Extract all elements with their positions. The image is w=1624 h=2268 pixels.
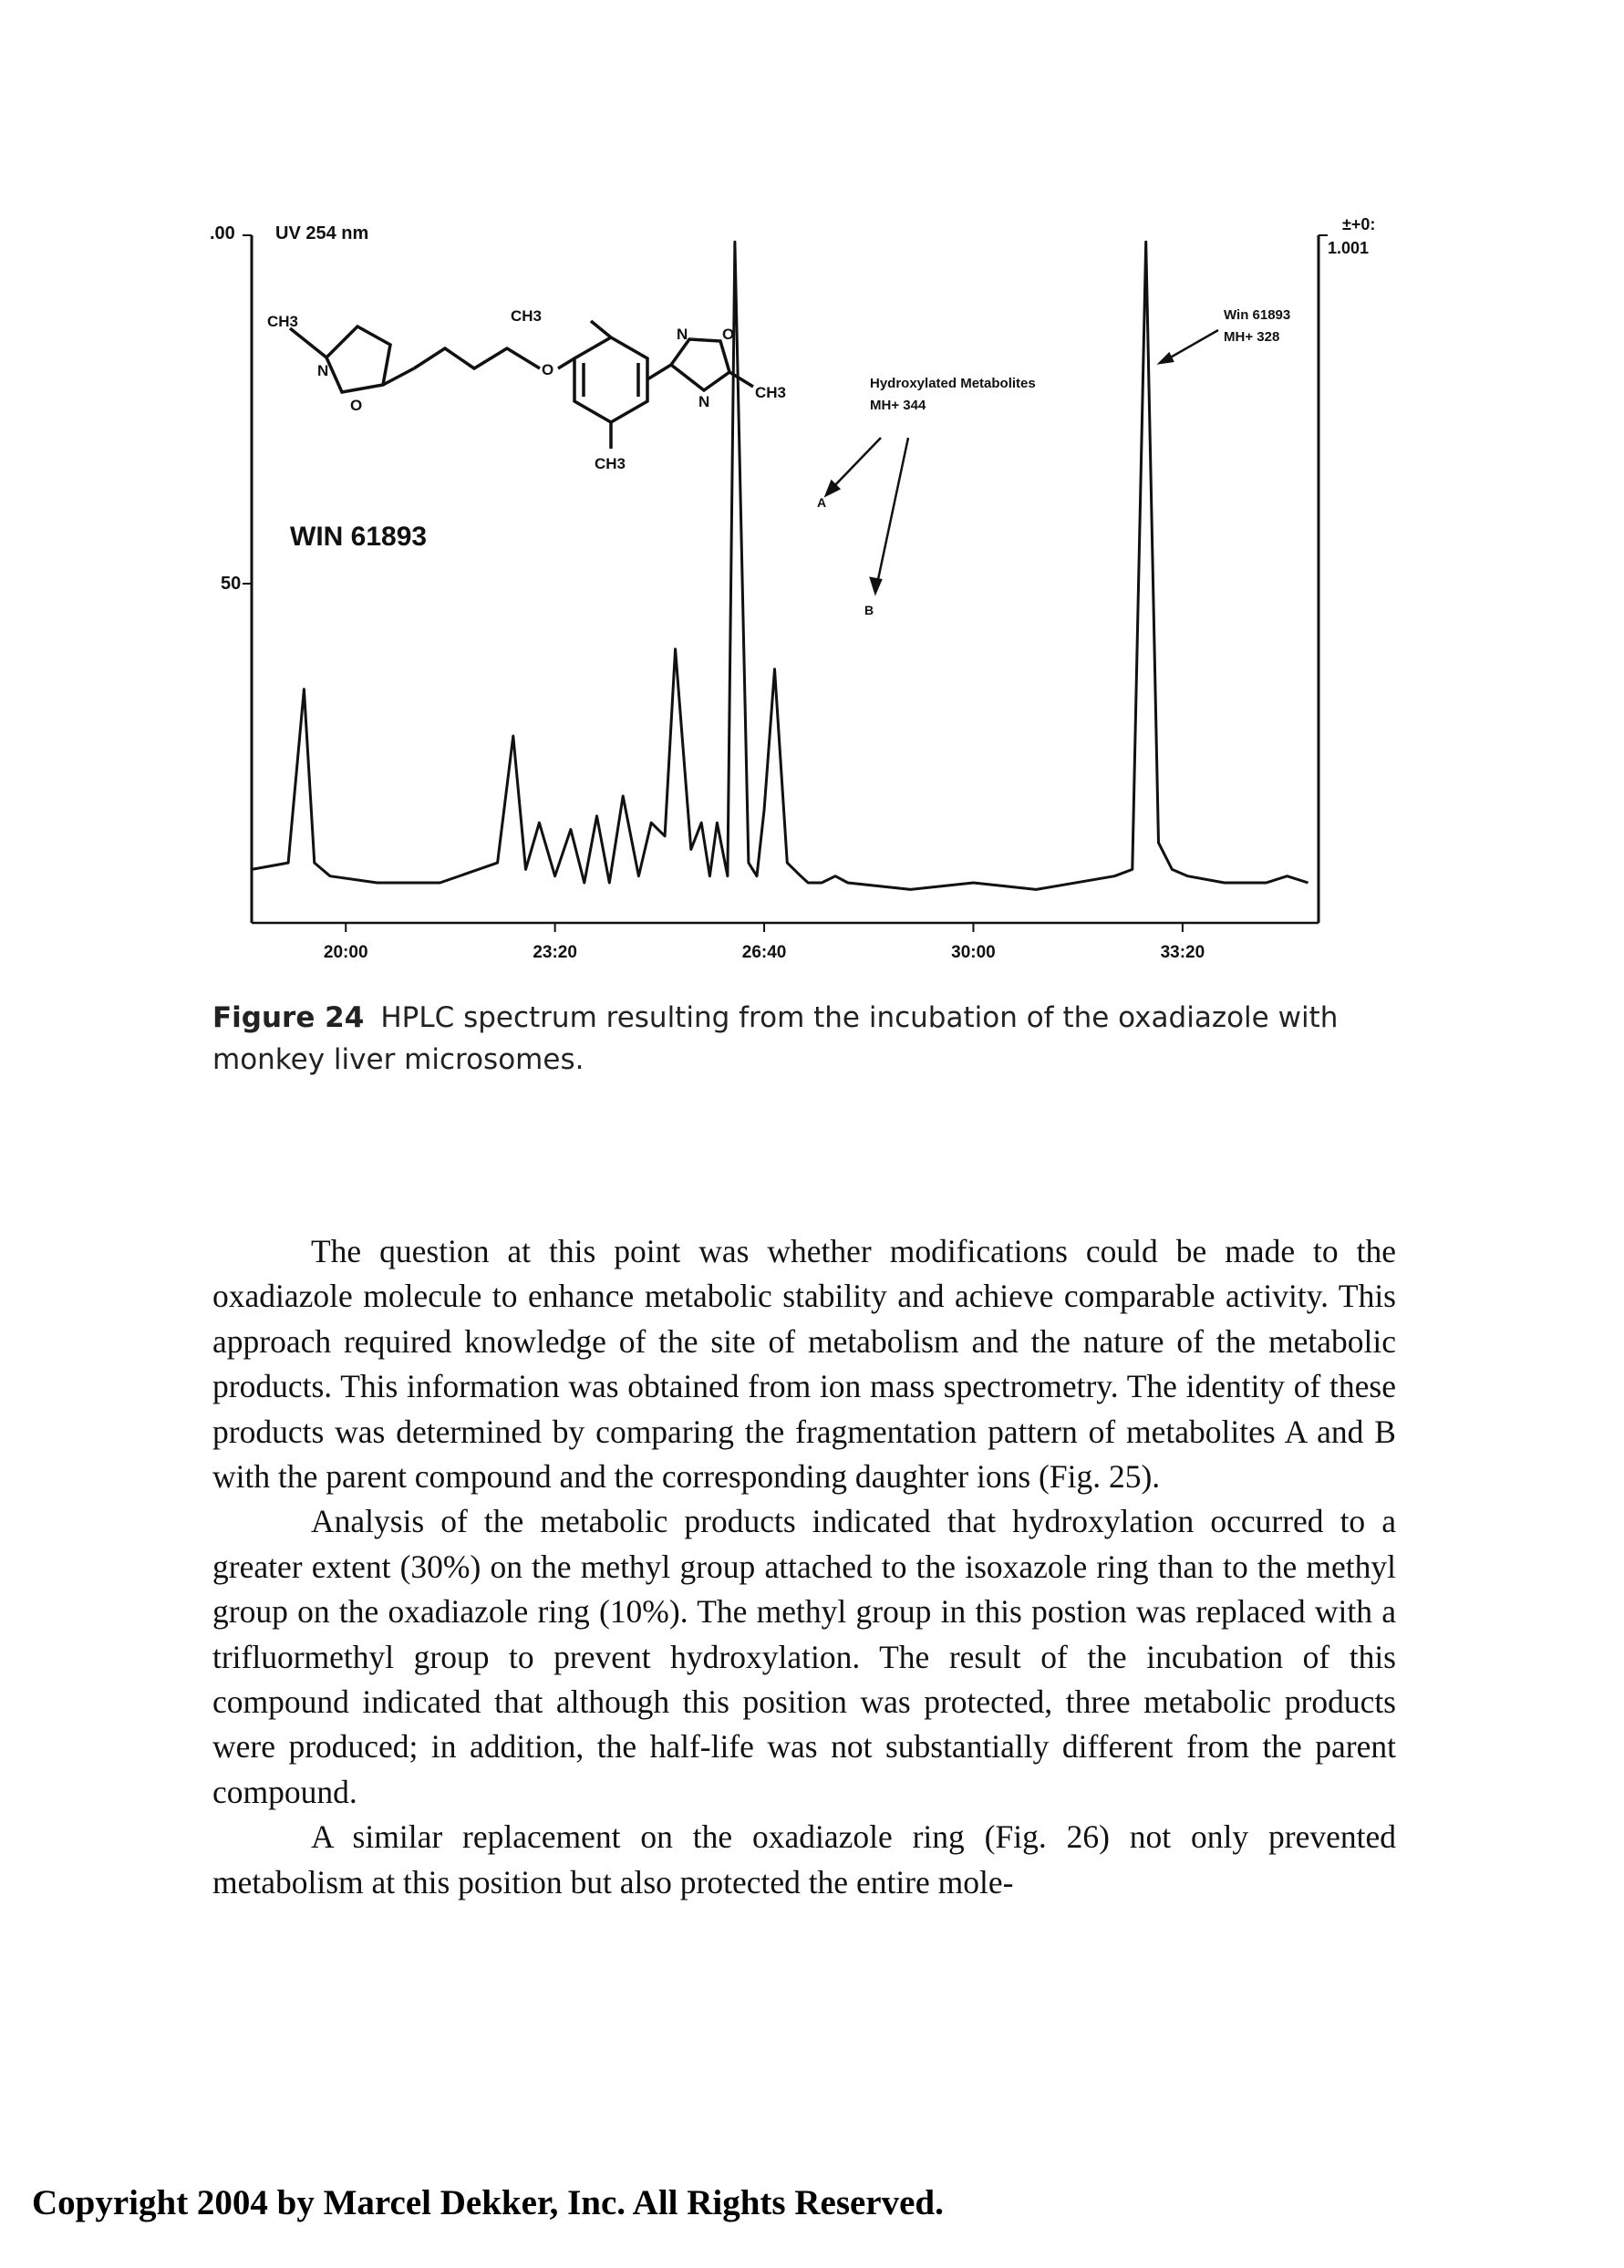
- body-text: The question at this point was whether m…: [212, 1229, 1396, 1905]
- annotation-metabolites-line2: MH+ 344: [870, 398, 926, 413]
- paragraph-3: A similar replacement on the oxadiazole …: [212, 1818, 1396, 1900]
- ch3-isoxazole: CH3: [267, 313, 298, 330]
- detector-label: UV 254 nm: [275, 223, 368, 243]
- oxadiazole-ring: [668, 337, 732, 393]
- chromatogram-trace: [251, 240, 1309, 891]
- arrowhead-parent: [1156, 351, 1174, 365]
- right-tick-bottom: 1.001: [1328, 239, 1369, 257]
- paragraph-1: The question at this point was whether m…: [212, 1233, 1396, 1496]
- arrow-to-parent: [1166, 328, 1219, 361]
- paragraph-2: Analysis of the metabolic products indic…: [212, 1503, 1396, 1810]
- x-tick-label-2: 26:40: [742, 943, 787, 962]
- x-tick-label-4: 33:20: [1161, 943, 1205, 962]
- n-oxadiazole-top: N: [677, 326, 688, 343]
- chromatogram-trace-group: [251, 240, 1309, 891]
- arrow-to-b: [875, 437, 910, 585]
- n-isoxazole: N: [317, 362, 328, 379]
- annotation-parent-line1: Win 61893: [1224, 307, 1290, 323]
- annotation-metabolites-line1: Hydroxylated Metabolites: [870, 376, 1036, 391]
- right-tick-top: ±+0:: [1342, 215, 1375, 233]
- benzene-ring: [573, 335, 649, 425]
- x-axis-ticks: 20:00 23:20 26:40 30:00 33:20: [324, 923, 1205, 962]
- annotation-parent-line2: MH+ 328: [1224, 329, 1279, 345]
- x-tick-label-1: 23:20: [533, 943, 577, 962]
- ch3-oxadiazole: CH3: [755, 384, 786, 401]
- compound-label: WIN 61893: [290, 522, 427, 552]
- peak-label-b: B: [864, 603, 874, 617]
- o-oxadiazole: O: [722, 326, 734, 343]
- figure-label: Figure 24: [212, 1001, 365, 1034]
- o-ether: O: [542, 361, 553, 378]
- x-tick-label-3: 30:00: [951, 943, 996, 962]
- peak-label-a: A: [817, 495, 826, 510]
- arrow-to-a: [831, 437, 882, 490]
- o-isoxazole: O: [350, 397, 362, 414]
- arrowhead-b: [869, 576, 883, 596]
- y-tick-top: .00: [210, 223, 235, 243]
- x-tick-label-0: 20:00: [324, 943, 368, 962]
- isoxazole-ring: [324, 324, 392, 394]
- figure-caption-text: HPLC spectrum resulting from the incubat…: [212, 1001, 1339, 1076]
- n-oxadiazole-bottom: N: [698, 393, 709, 410]
- ch3-bottom: CH3: [595, 455, 626, 472]
- hplc-figure: .00 50 ±+0: 1.001 UV 254 nm WIN 61893 CH…: [210, 215, 1375, 962]
- copyright-notice: Copyright 2004 by Marcel Dekker, Inc. Al…: [32, 2183, 944, 2222]
- ch3-top: CH3: [511, 307, 542, 325]
- y-tick-mid: 50: [221, 574, 241, 594]
- chemical-structure: [288, 319, 754, 449]
- arrowhead-a: [823, 479, 842, 498]
